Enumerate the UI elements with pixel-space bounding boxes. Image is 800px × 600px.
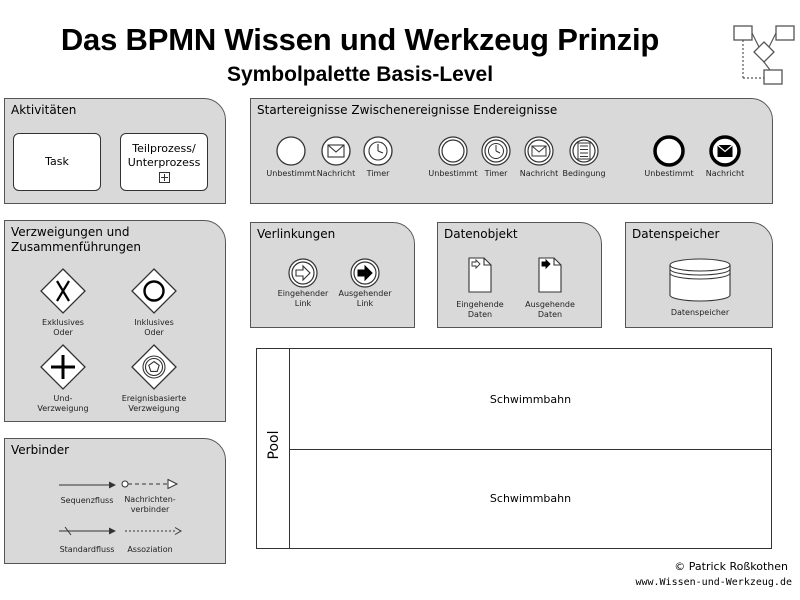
start-event-none-label: Unbestimmt [266,169,316,178]
start-event-message-icon [321,136,351,166]
message-flow-label-1: Nachrichten- [124,495,176,504]
data-objects-panel-title: Datenobjekt [444,227,518,241]
pool-label: Pool [266,430,282,460]
start-event-timer-label: Timer [366,169,390,178]
events-panel: Startereignisse Zwischenereignisse Ender… [250,98,773,204]
parallel-gateway-label-2: Verzweigung [37,404,89,413]
event-based-gateway-icon [131,344,177,390]
events-panel-title: Startereignisse Zwischenereignisse Ender… [257,103,558,117]
copyright-text: © Patrick Roßkothen [674,560,788,573]
subprocess-label-line1: Teilprozess/ [132,141,196,155]
association-label: Assoziation [127,545,173,554]
gateways-panel-title: Verzweigungen und Zusammenführungen [11,225,141,254]
data-objects-panel: Datenobjekt Eingehende Daten Ausgehende … [437,222,602,328]
subprocess-label-line2: Unterprozess [127,155,201,169]
incoming-link-label-1: Eingehender [277,289,329,298]
intermediate-event-condition-icon [569,136,599,166]
incoming-data-label-1: Eingehende [456,300,504,309]
intermediate-event-message-icon [524,136,554,166]
event-based-gateway-label-2: Verzweigung [128,404,180,413]
outgoing-data-label-1: Ausgehende [525,300,575,309]
swimlane-2: Schwimmbahn [290,449,771,548]
parallel-gateway-label-1: Und- [53,394,73,403]
outgoing-link-icon [350,258,380,288]
outgoing-data-label-2: Daten [537,310,563,319]
default-flow-arrow-icon [59,526,116,536]
event-based-gateway-label-1: Ereignisbasierte [121,394,187,403]
flowchart-logo-icon [733,25,795,85]
task-label: Task [45,155,69,168]
message-flow-label-2: verbinder [130,505,170,514]
links-panel-title: Verlinkungen [257,227,336,241]
swimlane-2-label: Schwimmbahn [489,492,572,505]
pool-header: Pool [257,349,290,548]
message-flow-arrow-icon [121,478,179,490]
data-store-icon [669,258,731,302]
subprocess-plus-icon [158,171,170,183]
end-event-none-icon [653,135,685,167]
incoming-link-label-2: Link [294,299,312,308]
data-store-panel-title: Datenspeicher [632,227,720,241]
start-event-timer-icon [363,136,393,166]
exclusive-gateway-icon [40,268,86,314]
outgoing-link-label-2: Link [356,299,374,308]
data-store-panel: Datenspeicher Datenspeicher [625,222,773,328]
default-flow-label: Standardfluss [59,545,115,554]
website-url: www.Wissen-und-Werkzeug.de [635,577,792,588]
subprocess-symbol: Teilprozess/ Unterprozess [120,133,208,191]
inclusive-gateway-label-1: Inklusives [134,318,174,327]
swimlane-1: Schwimmbahn [290,349,771,450]
links-panel: Verlinkungen Eingehender Link Ausgehende… [250,222,415,328]
sequence-flow-label: Sequenzfluss [60,496,114,505]
swimlane-1-label: Schwimmbahn [489,392,572,406]
end-event-message-icon [709,135,741,167]
exclusive-gateway-label-2: Oder [53,328,73,337]
incoming-data-label-2: Daten [467,310,493,319]
inclusive-gateway-icon [131,268,177,314]
end-event-message-label: Nachricht [705,169,745,178]
incoming-link-icon [288,258,318,288]
outgoing-link-label-1: Ausgehender [338,289,392,298]
connectors-panel-title: Verbinder [11,443,70,457]
task-symbol: Task [13,133,101,191]
start-event-none-icon [276,136,306,166]
exclusive-gateway-label-1: Exklusives [42,318,84,327]
association-arrow-icon [125,527,182,535]
start-event-message-label: Nachricht [316,169,356,178]
connectors-panel: Verbinder Sequenzfluss Nachrichten- verb… [4,438,226,564]
sequence-flow-arrow-icon [59,481,116,489]
data-store-label: Datenspeicher [670,308,730,317]
pool: Pool Schwimmbahn Schwimmbahn [256,348,772,549]
activities-panel: Aktivitäten Task Teilprozess/ Unterproze… [4,98,226,204]
page-subtitle: Symbolpalette Basis-Level [226,63,494,86]
page-title: Das BPMN Wissen und Werkzeug Prinzip [60,22,660,57]
inclusive-gateway-label-2: Oder [144,328,164,337]
gateways-panel: Verzweigungen und Zusammenführungen Exkl… [4,220,226,422]
intermediate-event-message-label: Nachricht [519,169,559,178]
activities-panel-title: Aktivitäten [11,103,77,117]
outgoing-data-icon [538,257,562,293]
intermediate-event-condition-label: Bedingung [562,169,606,178]
intermediate-event-none-icon [438,136,468,166]
end-event-none-label: Unbestimmt [644,169,694,178]
parallel-gateway-icon [40,344,86,390]
intermediate-event-timer-label: Timer [484,169,508,178]
intermediate-event-timer-icon [481,136,511,166]
incoming-data-icon [468,257,492,293]
intermediate-event-none-label: Unbestimmt [428,169,478,178]
